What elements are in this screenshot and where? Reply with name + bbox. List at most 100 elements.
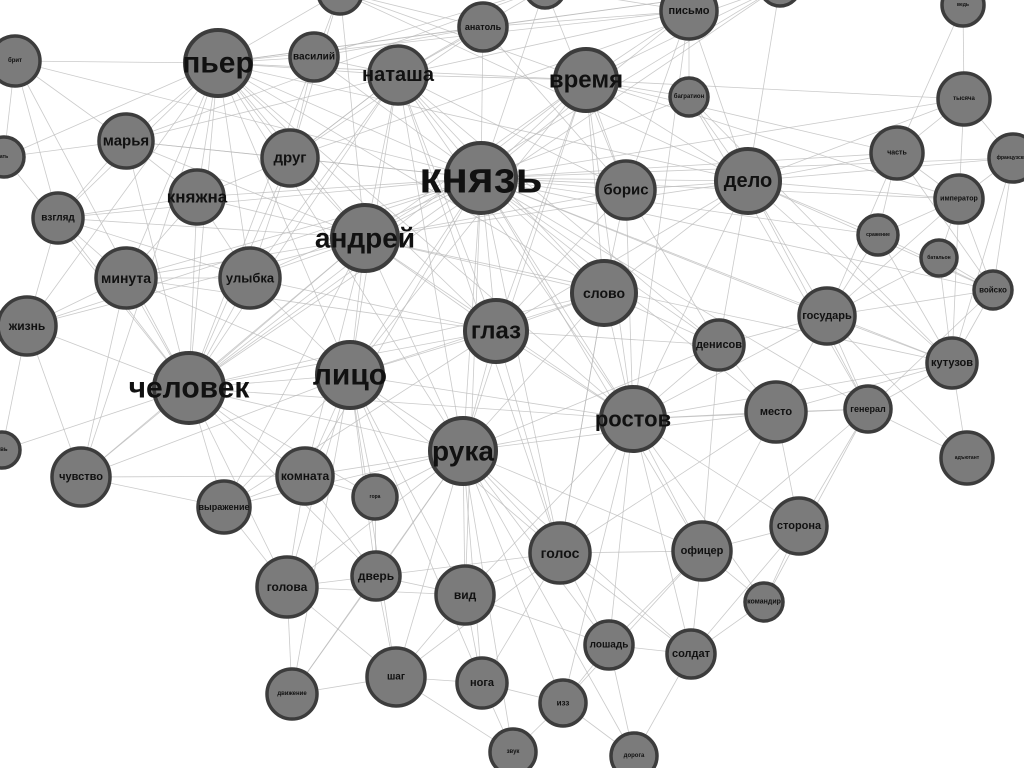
edge-наташа-глаз bbox=[397, 74, 497, 332]
node-label-император: император bbox=[940, 196, 978, 203]
node-circle-командир bbox=[743, 581, 785, 623]
node-label-анатоль: анатоль bbox=[465, 22, 502, 32]
edge-offscreen-0-андрей bbox=[340, 0, 366, 239]
node-чувство: чувство bbox=[50, 446, 112, 508]
edge-дело-кутузов bbox=[747, 180, 953, 364]
node-circle-чувство bbox=[50, 446, 112, 508]
edge-наташа-улыбка bbox=[249, 74, 399, 279]
edge-рука-офицер bbox=[462, 450, 703, 552]
node-label-жизнь: жизнь bbox=[8, 319, 45, 333]
edge-ростов-дело bbox=[632, 180, 749, 420]
edge-чувство-минута bbox=[80, 277, 127, 478]
node-circle-жизнь bbox=[0, 295, 58, 357]
node-label-голова: голова bbox=[267, 580, 308, 594]
node-улыбка: улыбка bbox=[218, 246, 282, 310]
edge-время-глаз bbox=[495, 79, 587, 332]
edge-князь-генерал bbox=[480, 177, 869, 410]
node-circle-выражение bbox=[196, 479, 252, 535]
node-circle-василий bbox=[288, 31, 340, 83]
node-circle-наташа bbox=[367, 44, 429, 106]
node-circle-время bbox=[553, 47, 619, 113]
edge-наташа-рука bbox=[397, 74, 464, 452]
node-circle-сражение bbox=[856, 213, 900, 257]
node-label-взгляд: взгляд bbox=[41, 213, 75, 224]
node-circle-анатоль bbox=[457, 1, 509, 53]
node-label-тысяча: тысяча bbox=[953, 96, 975, 102]
edge-рука-дорога bbox=[462, 450, 635, 757]
node-circle-офицер bbox=[671, 520, 733, 582]
edge-время-ростов bbox=[585, 79, 634, 420]
edge-князь-человек bbox=[188, 177, 482, 389]
node-circle-адъютант bbox=[939, 430, 995, 486]
node-сторона: сторона bbox=[769, 496, 829, 556]
node-label-лошадь: лошадь bbox=[590, 640, 629, 651]
edge-князь-вид bbox=[464, 177, 482, 596]
node-label-пьер: пьер bbox=[182, 47, 254, 80]
node-label-место: место bbox=[760, 406, 792, 418]
edge-дело-император bbox=[747, 180, 960, 200]
node-часть: часть bbox=[869, 125, 925, 181]
edge-андрей-жизнь bbox=[26, 237, 366, 327]
edge-наташа-марья bbox=[125, 74, 399, 142]
node-circle-улыбка bbox=[218, 246, 282, 310]
edge-наташа-денисов bbox=[397, 74, 720, 346]
edge-человек-рука bbox=[188, 387, 464, 452]
edge-наташа-борис bbox=[397, 74, 627, 191]
node-label-вид: вид bbox=[454, 588, 477, 602]
node-circle-шаг bbox=[365, 646, 427, 708]
node-вид: вид bbox=[434, 564, 496, 626]
node-адъютант: адъютант bbox=[939, 430, 995, 486]
edge-андрей-рука bbox=[364, 237, 464, 452]
node-ростов: ростов bbox=[595, 385, 671, 453]
node-глаз: глаз bbox=[463, 298, 529, 364]
edge-генерал-офицер bbox=[701, 408, 869, 552]
edge-рука-выражение bbox=[223, 450, 464, 508]
node-circle-багратион bbox=[668, 76, 710, 118]
edge-брит-взгляд bbox=[14, 60, 59, 219]
node-label-генерал: генерал bbox=[850, 404, 886, 414]
node-войско: войско bbox=[972, 269, 1014, 311]
edge-улыбка-взгляд bbox=[57, 217, 251, 279]
node-circle-пьер bbox=[183, 28, 253, 98]
node-circle-тысяча bbox=[936, 71, 992, 127]
node-circle-слово bbox=[570, 259, 638, 327]
node-французский: французский bbox=[987, 132, 1024, 184]
node-circle-брит bbox=[0, 34, 42, 88]
node-label-минута: минута bbox=[101, 270, 151, 286]
node-circle-голос bbox=[528, 521, 592, 585]
edge-войско-часть bbox=[896, 152, 994, 291]
edge-лицо-минута bbox=[125, 277, 351, 376]
node-label-рука: рука bbox=[432, 436, 494, 467]
edge-пьер-минута bbox=[125, 62, 219, 279]
node-пьер: пьер bbox=[182, 28, 254, 98]
edge-андрей-выражение bbox=[223, 237, 366, 508]
edge-багратион-генерал bbox=[688, 96, 869, 410]
edge-время-лицо bbox=[349, 79, 587, 376]
node-генерал: генерал bbox=[843, 384, 893, 434]
node-label-глаз: глаз bbox=[471, 318, 521, 345]
edge-рука-денисов bbox=[462, 344, 720, 452]
node-label-марья: марья bbox=[103, 133, 149, 150]
node-выражение: выражение bbox=[196, 479, 252, 535]
node-label-ростов: ростов bbox=[595, 407, 671, 432]
node-circle-войско bbox=[972, 269, 1014, 311]
edge-андрей-чувство bbox=[80, 237, 366, 478]
node-государь: государь bbox=[797, 286, 857, 346]
node-дверь: дверь bbox=[350, 550, 402, 602]
edge-лицо-нога bbox=[349, 374, 483, 684]
edge-глаз-выражение bbox=[223, 330, 497, 508]
edge-время-часть bbox=[585, 79, 898, 154]
node-circle-андрей bbox=[330, 203, 400, 273]
edge-ростов-солдат bbox=[632, 418, 692, 655]
node-label-ведь: ведь bbox=[957, 2, 969, 8]
node-голос: голос bbox=[528, 521, 592, 585]
partial-node-0 bbox=[317, 0, 363, 16]
node-батальон: батальон bbox=[919, 238, 959, 278]
edge-андрей-взгляд bbox=[57, 217, 366, 239]
edge-князь-ростов bbox=[480, 177, 634, 420]
node-label-кутузов: кутузов bbox=[931, 357, 973, 369]
node-label-изз: изз bbox=[557, 699, 570, 708]
edge-слово-голос bbox=[559, 292, 605, 554]
node-circle-изз bbox=[538, 678, 588, 728]
node-circle-князь bbox=[444, 141, 518, 215]
